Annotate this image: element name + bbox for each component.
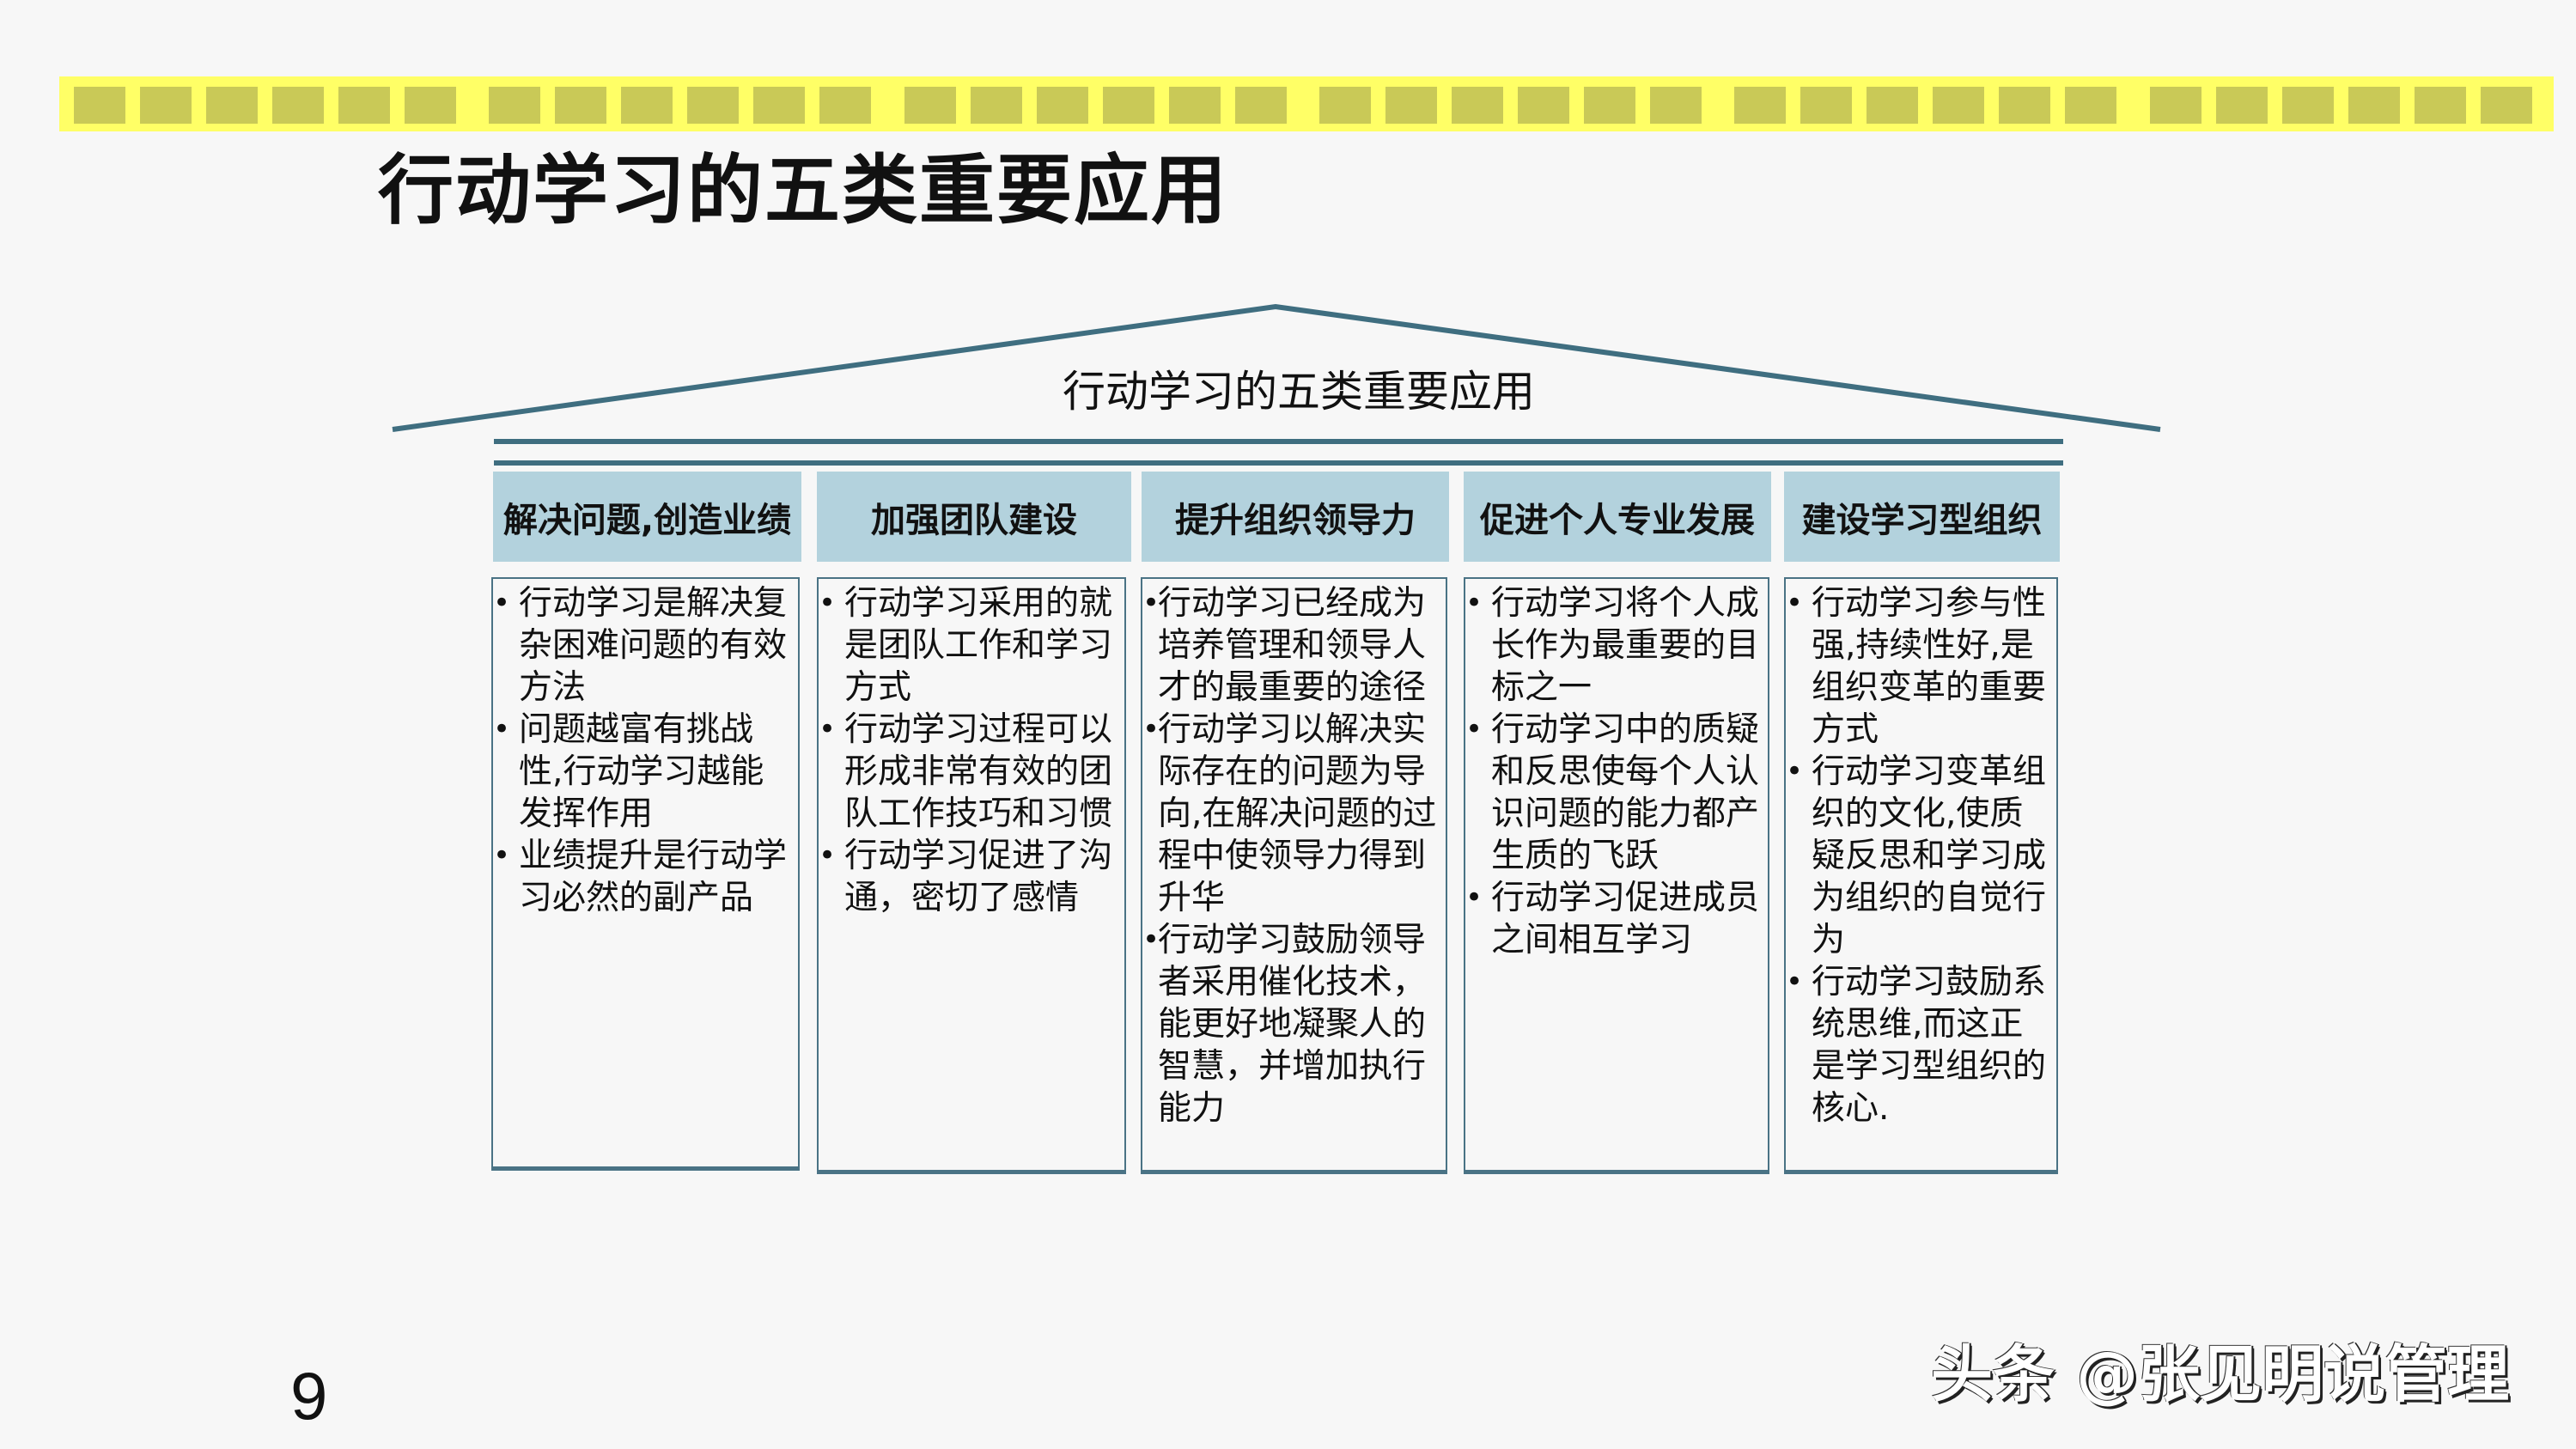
bullet-item: 业绩提升是行动学习必然的副产品: [493, 835, 793, 919]
bullet-item: 行动学习促进了沟通，密切了感情: [819, 835, 1119, 919]
bullet-item: 问题越富有挑战性,行动学习越能发挥作用: [493, 709, 793, 835]
column-header-3: 提升组织领导力: [1142, 472, 1449, 562]
decorative-top-bar: [59, 76, 2554, 131]
bullet-item: 行动学习促进成员之间相互学习: [1465, 877, 1763, 961]
roof-line: [392, 303, 2161, 432]
bullet-list: 行动学习已经成为培养管理和领导人才的最重要的途径 行动学习以解决实际存在的问题为…: [1142, 582, 1440, 1129]
bullet-item: 行动学习中的质疑和反思使每个人认识问题的能力都产生质的飞跃: [1465, 709, 1763, 877]
bar-square-group: [2150, 87, 2532, 124]
bullet-item: 行动学习过程可以形成非常有效的团队工作技巧和习惯: [819, 709, 1119, 835]
bullet-list: 行动学习将个人成长作为最重要的目标之一 行动学习中的质疑和反思使每个人认识问题的…: [1465, 582, 1763, 961]
bullet-item: 行动学习参与性强,持续性好,是组织变革的重要方式: [1786, 582, 2051, 751]
watermark: 头条 @张见明说管理: [1931, 1338, 2510, 1410]
bullet-item: 行动学习采用的就是团队工作和学习方式: [819, 582, 1119, 709]
column-header-1: 解决问题,创造业绩: [493, 472, 801, 562]
column-body-1: 行动学习是解决复杂困难问题的有效方法 问题越富有挑战性,行动学习越能发挥作用 业…: [491, 577, 800, 1171]
bar-square-group: [904, 87, 1287, 124]
bullet-item: 行动学习鼓励系统思维,而这正是学习型组织的核心.: [1786, 961, 2051, 1129]
slide-title: 行动学习的五类重要应用: [378, 146, 1229, 234]
bullet-item: 行动学习已经成为培养管理和领导人才的最重要的途径: [1142, 582, 1440, 709]
column-header-2: 加强团队建设: [817, 472, 1131, 562]
column-body-2: 行动学习采用的就是团队工作和学习方式 行动学习过程可以形成非常有效的团队工作技巧…: [817, 577, 1126, 1174]
roof-label: 行动学习的五类重要应用: [1063, 367, 1535, 417]
bar-square-group: [1319, 87, 1702, 124]
column-header-4: 促进个人专业发展: [1464, 472, 1771, 562]
column-body-5: 行动学习参与性强,持续性好,是组织变革的重要方式 行动学习变革组织的文化,使质疑…: [1784, 577, 2058, 1174]
bar-square-group: [74, 87, 456, 124]
bar-square-group: [489, 87, 871, 124]
bullet-list: 行动学习是解决复杂困难问题的有效方法 问题越富有挑战性,行动学习越能发挥作用 业…: [493, 582, 793, 919]
bullet-item: 行动学习将个人成长作为最重要的目标之一: [1465, 582, 1763, 709]
bar-square-group: [1734, 87, 2116, 124]
column-body-3: 行动学习已经成为培养管理和领导人才的最重要的途径 行动学习以解决实际存在的问题为…: [1141, 577, 1447, 1174]
column-body-4: 行动学习将个人成长作为最重要的目标之一 行动学习中的质疑和反思使每个人认识问题的…: [1464, 577, 1769, 1174]
bullet-item: 行动学习以解决实际存在的问题为导向,在解决问题的过程中使领导力得到升华: [1142, 709, 1440, 919]
bullet-list: 行动学习采用的就是团队工作和学习方式 行动学习过程可以形成非常有效的团队工作技巧…: [819, 582, 1119, 919]
bullet-item: 行动学习变革组织的文化,使质疑反思和学习成为组织的自觉行为: [1786, 751, 2051, 961]
column-header-5: 建设学习型组织: [1784, 472, 2060, 562]
bullet-item: 行动学习是解决复杂困难问题的有效方法: [493, 582, 793, 709]
bullet-list: 行动学习参与性强,持续性好,是组织变革的重要方式 行动学习变革组织的文化,使质疑…: [1786, 582, 2051, 1129]
page-number: 9: [290, 1358, 328, 1434]
bullet-item: 行动学习鼓励领导者采用催化技术，能更好地凝聚人的智慧，并增加执行能力: [1142, 919, 1440, 1129]
